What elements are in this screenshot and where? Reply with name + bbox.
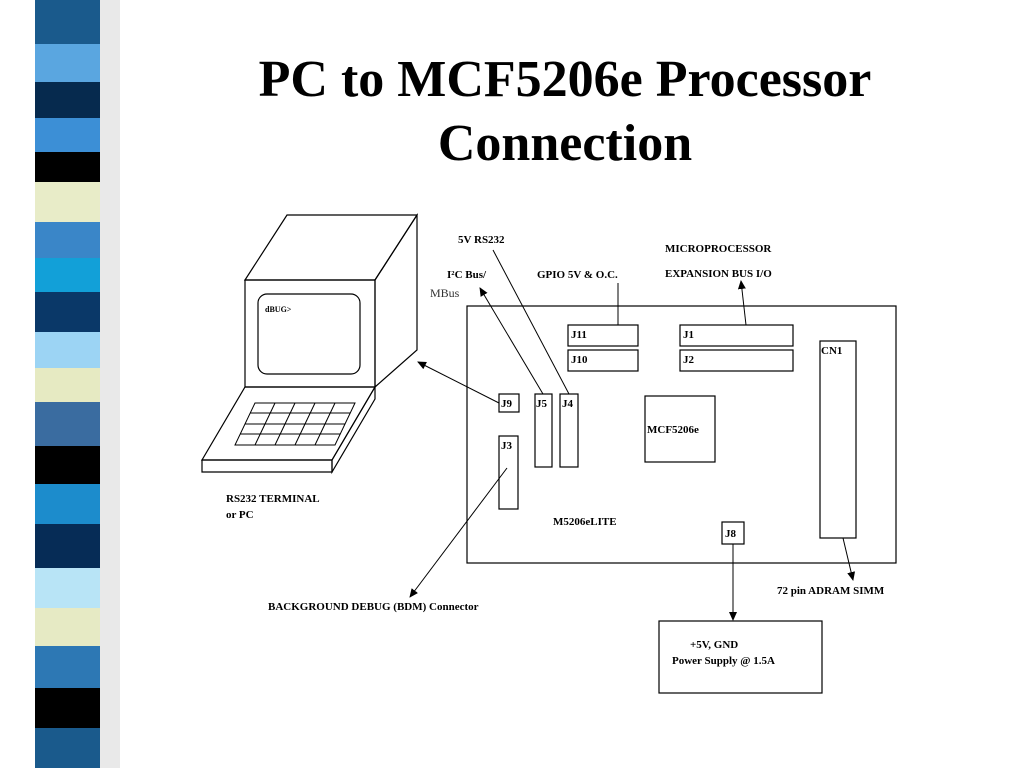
slide-title-line-2: Connection	[437, 115, 693, 172]
stripe-block	[35, 332, 100, 368]
connector-j5-box	[534, 393, 553, 468]
connector-j11-box	[567, 324, 639, 347]
board-label: M5206eLITE	[553, 516, 617, 528]
stripe-block	[35, 222, 100, 258]
connector-j9-label: J9	[501, 398, 513, 410]
monitor-side	[374, 212, 418, 389]
slide-title-line-1: PC to MCF5206e Processor	[258, 51, 872, 108]
arrow-j9-to-terminal	[417, 361, 500, 404]
stripe-block	[35, 524, 100, 568]
label-bdm: BACKGROUND DEBUG (BDM) Connector	[268, 601, 479, 613]
connector-j2-box	[679, 349, 794, 372]
line-j4-to-rs232	[492, 249, 570, 395]
connection-lines	[409, 249, 856, 621]
stripe-block	[35, 44, 100, 82]
rs232-terminal: dBUG>	[200, 212, 419, 475]
stripe-block	[35, 118, 100, 152]
stripe-block	[35, 568, 100, 608]
connector-cn1-box	[819, 340, 857, 539]
arrow-cn1-to-simm	[842, 537, 856, 581]
stripe-block	[35, 292, 100, 332]
label-micro-line-1: MICROPROCESSOR	[665, 243, 772, 255]
monitor-screen	[257, 293, 361, 375]
stripe-block	[35, 646, 100, 688]
stripe-block	[35, 258, 100, 292]
power-supply-line-1: +5V, GND	[690, 639, 738, 651]
connector-j3-box	[498, 435, 519, 510]
arrow-j5-to-i2c	[479, 287, 544, 395]
label-i2c-bus: I²C Bus/	[447, 269, 487, 281]
stripe-block	[35, 484, 100, 524]
connector-j5-label: J5	[536, 398, 548, 410]
stripe-block	[35, 728, 100, 768]
connector-j4-label: J4	[562, 398, 574, 410]
keyboard-keys	[234, 402, 356, 446]
connector-j3-label: J3	[501, 440, 513, 452]
keyboard-front	[201, 459, 333, 473]
connector-cn1-label: CN1	[821, 345, 842, 357]
stripe-block	[35, 688, 100, 728]
power-supply-line-2: Power Supply @ 1.5A	[672, 655, 775, 667]
connector-j8-label: J8	[725, 528, 737, 540]
monitor-top	[243, 214, 419, 281]
connector-j2-label: J2	[683, 354, 695, 366]
power-supply-box	[658, 620, 823, 694]
stripe-block	[35, 82, 100, 118]
arrow-j1-to-expansion	[737, 280, 747, 326]
stripe-block	[35, 0, 100, 44]
mcf5206e-chip-label: MCF5206e	[647, 424, 699, 436]
connector-j1-label: J1	[683, 329, 694, 341]
terminal-label-line-2: or PC	[226, 509, 254, 521]
terminal-label-line-1: RS232 TERMINAL	[226, 493, 320, 505]
stripe-block	[35, 368, 100, 402]
stripe-block	[35, 152, 100, 182]
mcf5206e-chip-box	[644, 395, 716, 463]
connector-j10-label: J10	[571, 354, 588, 366]
monitor-front	[244, 279, 376, 388]
slide-title: PC to MCF5206e Processor Connection	[150, 48, 980, 176]
label-simm: 72 pin ADRAM SIMM	[777, 585, 885, 597]
label-micro-line-2: EXPANSION BUS I/O	[665, 268, 772, 280]
stripe-block	[35, 608, 100, 646]
m5206elite-board	[466, 305, 897, 564]
stripe-block	[35, 182, 100, 222]
screen-prompt: dBUG>	[265, 305, 292, 314]
label-rs232: 5V RS232	[458, 234, 505, 246]
connector-j10-box	[567, 349, 639, 372]
stripe-block	[35, 446, 100, 484]
keyboard-side	[331, 384, 376, 475]
connector-j1-box	[679, 324, 794, 347]
connector-j11-label: J11	[571, 329, 587, 341]
label-mbus: MBus	[430, 286, 460, 300]
arrow-j3-to-bdm	[409, 467, 508, 598]
stripe-block	[35, 402, 100, 446]
label-gpio: GPIO 5V & O.C.	[537, 269, 618, 281]
decorative-stripe	[35, 0, 120, 768]
